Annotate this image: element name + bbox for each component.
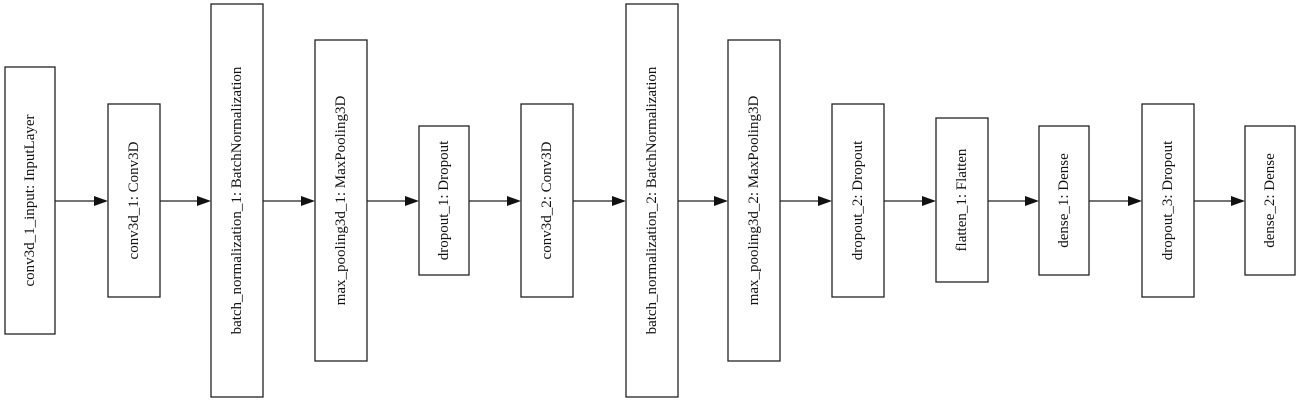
- layer-label: dense_1: Dense: [1056, 153, 1072, 248]
- layer-box: [625, 3, 679, 398]
- layer-node: dropout_1: Dropout: [418, 125, 470, 276]
- layer-label: batch_normalization_2: BatchNormalizatio…: [644, 66, 660, 334]
- layer-node: conv3d_1_input: InputLayer: [4, 66, 56, 335]
- layer-label: conv3d_2: Conv3D: [539, 141, 555, 259]
- layer-label: max_pooling3d_1: MaxPooling3D: [333, 96, 349, 306]
- arrowhead-n12-n13: [1231, 196, 1245, 206]
- layer-node: batch_normalization_2: BatchNormalizatio…: [625, 3, 679, 398]
- layer-node: flatten_1: Flatten: [935, 117, 989, 283]
- arrowhead-n11-n12: [1128, 196, 1142, 206]
- layer-label: dropout_3: Dropout: [1160, 140, 1176, 260]
- layer-box: [418, 125, 470, 276]
- arrowhead-n5-n6: [507, 196, 521, 206]
- arrowhead-n10-n11: [1025, 196, 1039, 206]
- layer-box: [1244, 125, 1296, 276]
- arrowhead-n4-n5: [405, 196, 419, 206]
- layer-box: [107, 103, 161, 298]
- layer-label: dense_2: Dense: [1262, 153, 1278, 248]
- layer-label: flatten_1: Flatten: [954, 148, 970, 251]
- layer-node: batch_normalization_1: BatchNormalizatio…: [210, 3, 264, 398]
- layer-label: max_pooling3d_2: MaxPooling3D: [746, 96, 762, 306]
- layer-node: dense_2: Dense: [1244, 125, 1296, 276]
- arrowhead-n3-n4: [301, 196, 315, 206]
- layer-box: [727, 39, 781, 362]
- layer-node: dense_1: Dense: [1038, 125, 1090, 276]
- layer-node: dropout_2: Dropout: [831, 103, 885, 298]
- layer-node: max_pooling3d_2: MaxPooling3D: [727, 39, 781, 362]
- layer-box: [935, 117, 989, 283]
- layer-node: dropout_3: Dropout: [1141, 103, 1195, 298]
- layer-label: conv3d_1: Conv3D: [126, 141, 142, 259]
- layer-label: dropout_2: Dropout: [850, 140, 866, 260]
- arrowhead-n8-n9: [818, 196, 832, 206]
- layer-box: [4, 66, 56, 335]
- arrowhead-n6-n7: [612, 196, 626, 206]
- layer-node: conv3d_1: Conv3D: [107, 103, 161, 298]
- layer-label: dropout_1: Dropout: [436, 140, 452, 260]
- layer-box: [1141, 103, 1195, 298]
- arrowhead-n2-n3: [197, 196, 211, 206]
- layer-box: [520, 103, 574, 298]
- layer-box: [210, 3, 264, 398]
- layer-label: conv3d_1_input: InputLayer: [22, 114, 38, 286]
- nodes-layer: conv3d_1_input: InputLayer conv3d_1: Conv…: [4, 3, 1296, 398]
- arrowhead-n1-n2: [94, 196, 108, 206]
- layer-node: max_pooling3d_1: MaxPooling3D: [314, 39, 368, 362]
- layer-label: batch_normalization_1: BatchNormalizatio…: [229, 66, 245, 334]
- layer-box: [314, 39, 368, 362]
- arrowhead-n7-n8: [714, 196, 728, 206]
- arrowhead-n9-n10: [922, 196, 936, 206]
- layer-node: conv3d_2: Conv3D: [520, 103, 574, 298]
- layer-box: [1038, 125, 1090, 276]
- layer-box: [831, 103, 885, 298]
- edges-layer: [55, 196, 1245, 206]
